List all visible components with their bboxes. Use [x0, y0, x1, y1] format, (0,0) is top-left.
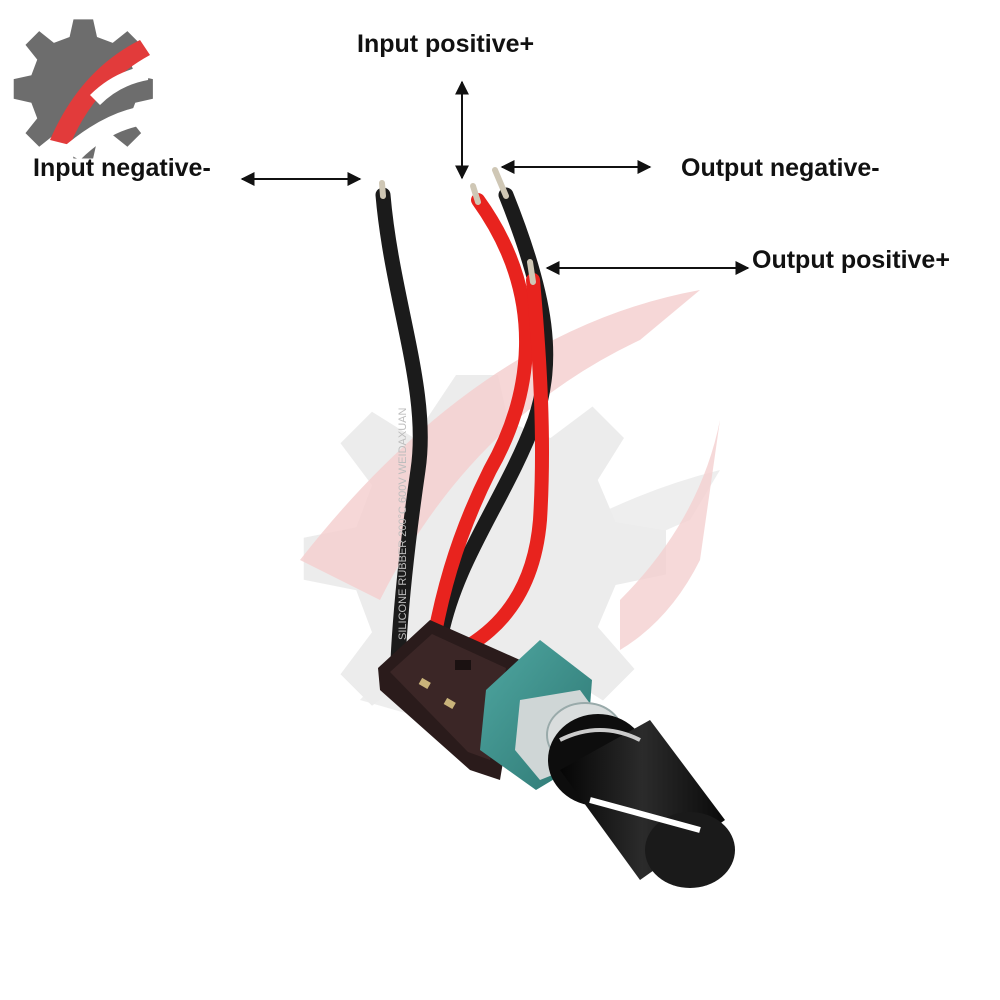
input-positive-label: Input positive+ [357, 30, 535, 58]
wire-bundle [375, 167, 554, 668]
wire-print-text: SILICONE RUBBER 200°C 600V WEIDAXUAN [397, 408, 409, 640]
double-arrow-icon [240, 80, 750, 275]
control-knob-icon[interactable] [548, 714, 735, 888]
gear-logo-icon [13, 19, 153, 160]
input-negative-label: Input negative- [33, 154, 211, 182]
output-negative-label: Output negative- [681, 154, 880, 182]
output-positive-label: Output positive+ [752, 246, 950, 274]
